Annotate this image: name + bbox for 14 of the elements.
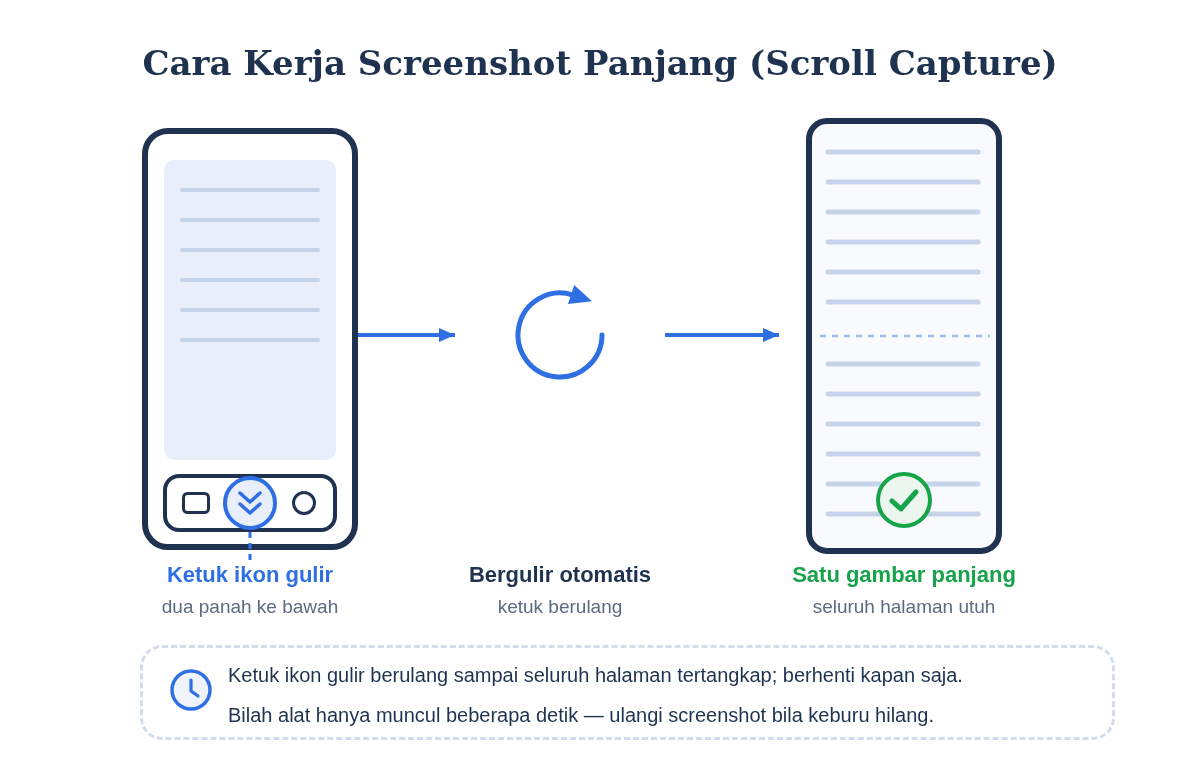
note-text: Bilah alat hanya muncul beberapa detik — ulangi screenshot bila keburu hilang. — [228, 703, 934, 728]
arrow — [665, 328, 779, 342]
note-box — [140, 645, 1115, 740]
step-subtitle: seluruh halaman utuh — [812, 595, 996, 619]
step-title: Satu gambar panjang — [792, 561, 1016, 589]
step-subtitle: dua panah ke bawah — [161, 595, 339, 619]
step-title: Ketuk ikon gulir — [166, 561, 334, 589]
title: Cara Kerja Screenshot Panjang (Scroll Capture) — [142, 42, 1058, 85]
arrow — [358, 328, 455, 342]
step-title: Bergulir otomatis — [468, 561, 652, 589]
note-text: Ketuk ikon gulir berulang sampai seluruh halaman tertangkap; berhenti kapan saja. — [228, 663, 963, 688]
phone-frame — [142, 128, 358, 550]
leader-line — [248, 530, 252, 560]
step-subtitle: ketuk berulang — [497, 595, 623, 619]
